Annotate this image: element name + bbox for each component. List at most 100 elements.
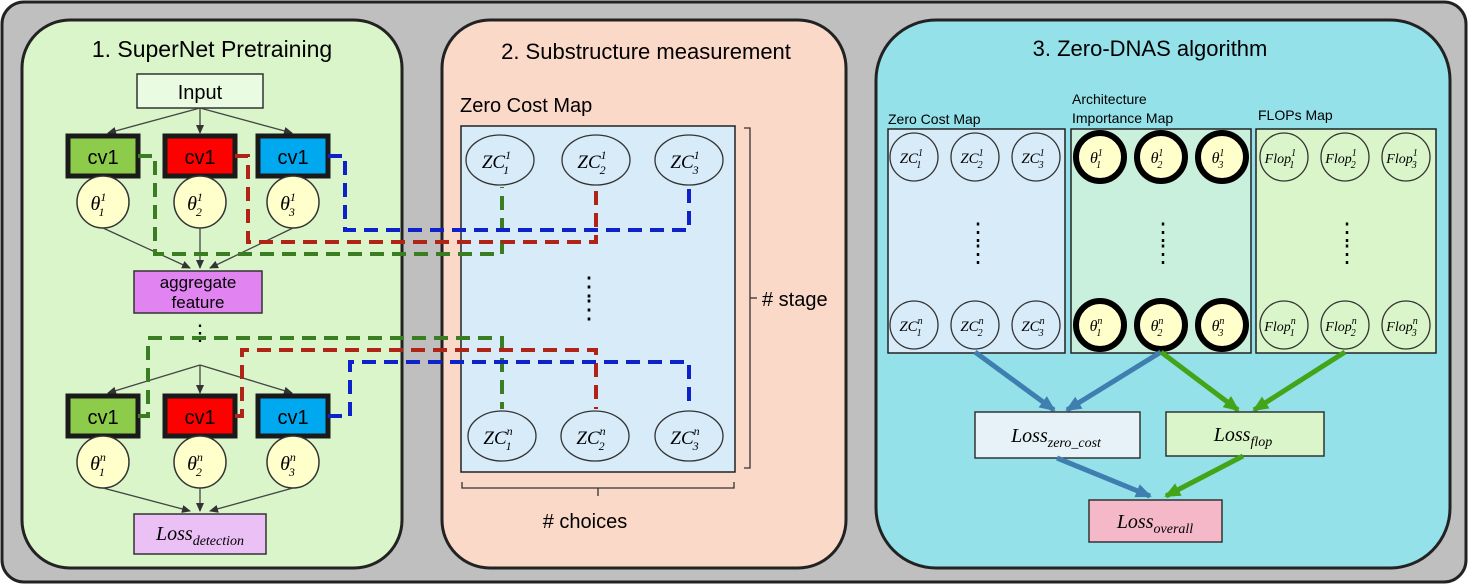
- flop-top-3: [1381, 132, 1431, 182]
- arrow-mid-cv-green: [107, 364, 201, 395]
- arrow-arch-to-loss-zero-cost: [1065, 349, 1163, 413]
- zc-small-top-2: [950, 132, 1000, 182]
- zero-cost-map-heading: Zero Cost Map: [460, 95, 592, 117]
- zc-small-bottom-1: [889, 300, 939, 350]
- panel-zero-dnas-algorithm: 3. Zero-DNAS algorithm Zero Cost Map Arc…: [874, 18, 1452, 570]
- stage-ellipsis-p2a: ⋮: [576, 271, 602, 301]
- arch-theta-top-3: [1195, 130, 1249, 184]
- arch-map-ellipsis-b: ⋮: [1151, 241, 1175, 268]
- arch-theta-bottom-2: [1134, 298, 1188, 352]
- flops-map-label: FLOPs Map: [1258, 107, 1333, 123]
- connector-top-blue: [328, 154, 691, 232]
- aggregate-label-line1: aggregate: [160, 273, 237, 292]
- connector-bottom-blue: [328, 360, 691, 418]
- conv-bottom-green-label: cv1: [87, 407, 118, 429]
- panel-substructure-measurement: 2. Substructure measurement Zero Cost Ma…: [440, 18, 848, 570]
- zc-map-label: Zero Cost Map: [888, 111, 981, 127]
- arch-map-ellipsis-a: ⋮: [1151, 219, 1175, 246]
- arrow-theta1n-loss: [102, 487, 191, 513]
- panel2-title: 2. Substructure measurement: [501, 39, 791, 64]
- arrow-arch-to-loss-flop: [1159, 350, 1240, 412]
- conv-bottom-red-label: cv1: [184, 407, 215, 429]
- arrow-zc-to-loss-zero-cost: [973, 349, 1056, 413]
- loss-detection-node: [133, 513, 267, 555]
- flops-map-ellipsis-b: ⋮: [1335, 241, 1359, 268]
- panel1-title: 1. SuperNet Pretraining: [92, 36, 332, 62]
- flop-top-1: [1259, 132, 1309, 182]
- arch-map-label-line2: Importance Map: [1072, 110, 1173, 126]
- zc-top-1: [465, 134, 535, 186]
- stage-ellipsis-p1: ⋮: [189, 320, 211, 345]
- flop-bottom-2: [1320, 300, 1370, 350]
- arrow-mid-cv-blue: [199, 364, 293, 395]
- aggregate-feature-node: [133, 270, 263, 314]
- flop-bottom-1: [1259, 300, 1309, 350]
- loss-overall-node: [1088, 499, 1223, 543]
- loss-detection-label: Lossdetection: [155, 523, 244, 549]
- stage-label: # stage: [762, 289, 828, 311]
- zc-map-ellipsis-b: ⋮: [966, 241, 990, 268]
- arch-theta-top-2: [1134, 130, 1188, 184]
- connector-top-red: [235, 154, 598, 244]
- conv-bottom-blue-label: cv1: [277, 407, 308, 429]
- panel3-title: 3. Zero-DNAS algorithm: [1033, 36, 1268, 61]
- flop-top-2: [1320, 132, 1370, 182]
- connector-bottom-red: [235, 348, 598, 418]
- zc-top-3: [654, 134, 724, 186]
- panel-supernet-pretraining: 1. SuperNet Pretraining Input cv1 cv1 cv…: [20, 18, 404, 570]
- zc-small-bottom-3: [1011, 300, 1061, 350]
- zc-top-2: [561, 134, 631, 186]
- zc-bottom-1: [467, 410, 537, 462]
- loss-zero-cost-label: Losszero_cost: [1010, 425, 1102, 451]
- arrow-input-cv-blue: [199, 107, 293, 135]
- arrow-theta3n-loss: [209, 487, 294, 513]
- arrow-input-cv-green: [107, 107, 201, 135]
- loss-flop-node: [1165, 411, 1325, 457]
- zc-map-ellipsis-a: ⋮: [966, 219, 990, 246]
- arrow-flops-to-loss-flop: [1252, 349, 1347, 413]
- conv-top-red-label: cv1: [184, 147, 215, 169]
- flops-map-ellipsis-a: ⋮: [1335, 219, 1359, 246]
- arrow-flop-to-overall: [1164, 453, 1245, 499]
- arrow-zero-cost-to-overall: [1056, 455, 1152, 499]
- choices-label: # choices: [543, 511, 628, 533]
- zc-small-top-1: [889, 132, 939, 182]
- conv-top-green-label: cv1: [87, 147, 118, 169]
- conv-bottom-blue: [255, 393, 331, 439]
- loss-zero-cost-node: [974, 411, 1141, 459]
- aggregate-label-line2: feature: [172, 293, 225, 312]
- zc-small-bottom-2: [950, 300, 1000, 350]
- conv-top-blue-label: cv1: [277, 147, 308, 169]
- loss-overall-label: Lossoverall: [1116, 511, 1193, 537]
- arch-map-label-line1: Architecture: [1072, 91, 1147, 107]
- arch-theta-bottom-1: [1073, 298, 1127, 352]
